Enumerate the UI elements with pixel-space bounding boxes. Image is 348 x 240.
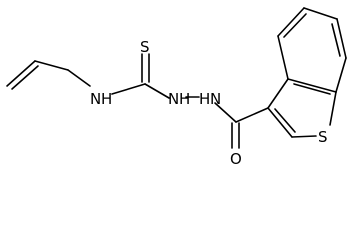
- bond-nh-c: [111, 83, 146, 95]
- bond-vinyl-double-b: [11, 65, 39, 90]
- atom-s-thione: S: [140, 38, 150, 56]
- bond-c4-c5: [277, 7, 305, 37]
- bond-c6-c7: [336, 18, 347, 59]
- bond-c3-c2: [267, 107, 293, 138]
- atom-h-hydrazine-2: H: [199, 90, 210, 108]
- bond-c3a-c4: [277, 35, 289, 80]
- bond-c3a-c7a: [287, 78, 337, 93]
- atom-s-ring: S: [318, 128, 328, 146]
- benzothiophene-ring: [267, 7, 347, 138]
- atom-n-hydrazine-2: N: [210, 90, 221, 108]
- atom-n-allyl: N: [90, 90, 101, 108]
- bond-c7-c7a: [335, 57, 347, 93]
- bond-c3a-c7a-inner: [293, 83, 331, 95]
- bond-c-nh: [144, 83, 170, 99]
- bond-carbonyl-ring: [235, 107, 269, 123]
- bond-s-c7a: [329, 91, 337, 126]
- bond-c5-c6: [303, 7, 338, 20]
- chemical-structure-diagram: S N H N H N H O S: [6, 7, 347, 168]
- bond-c3-c2-inner: [274, 108, 296, 133]
- atom-n-hydrazine-1: N: [168, 90, 179, 108]
- atom-h-allyl: H: [101, 90, 112, 108]
- bond-nh-carbonyl: [214, 102, 237, 123]
- bond-c2-s: [291, 135, 317, 138]
- allyl-group: [6, 60, 91, 90]
- bond-c4-c5-inner: [283, 13, 307, 38]
- atom-h-hydrazine-1: H: [179, 90, 190, 108]
- hydrazide-group: [185, 96, 269, 149]
- bond-vinyl-double-a: [6, 60, 36, 87]
- bond-ch2-n: [67, 69, 91, 87]
- bond-c3-c3a: [267, 78, 289, 109]
- bond-vinyl-ch2: [34, 60, 69, 71]
- thiourea-group: [111, 53, 170, 99]
- bond-c6-c7-inner: [331, 23, 341, 57]
- atom-o-carbonyl: O: [230, 150, 242, 168]
- atom-labels: S N H N H N H O S: [90, 38, 328, 168]
